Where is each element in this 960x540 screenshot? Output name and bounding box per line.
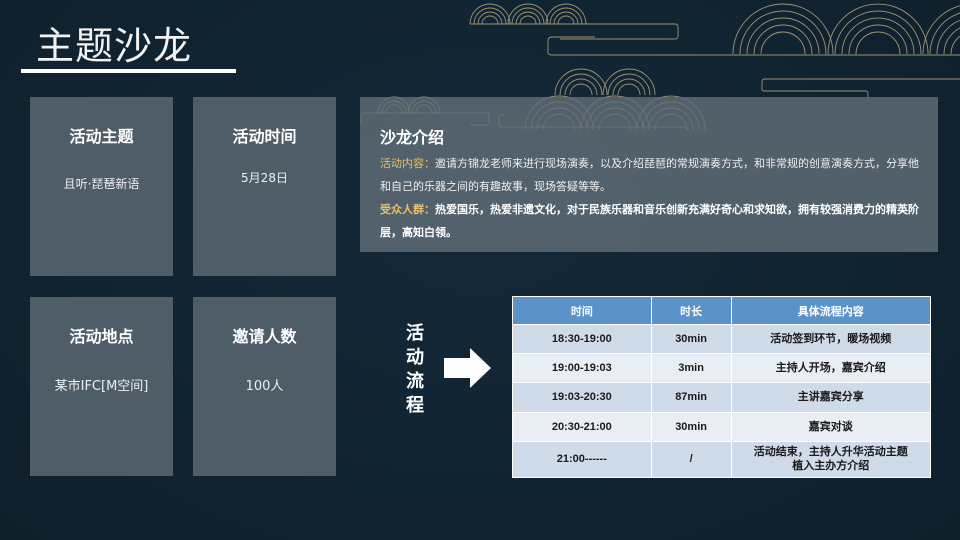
card-activity-location: 活动地点 某市IFC[M空间] [30,297,173,476]
content-label: 活动内容： [380,157,435,170]
cell-content-line: 活动结束，主持人升华活动主题 [753,446,908,459]
card-activity-theme: 活动主题 且听·琵琶新语 [30,97,173,276]
intro-content-paragraph: 活动内容：邀请方锦龙老师来进行现场演奏，以及介绍琵琶的常规演奏方式，和非常规的创… [380,152,920,198]
table-row: 19:03-20:30 87min 主讲嘉宾分享 [512,382,932,413]
salon-intro-panel: 沙龙介绍 活动内容：邀请方锦龙老师来进行现场演奏，以及介绍琵琶的常规演奏方式，和… [360,97,938,252]
flow-label: 活 动 流 程 [403,322,427,418]
column-header-duration: 时长 [650,296,732,325]
flow-table: 时间 时长 具体流程内容 18:30-19:00 30min 活动签到环节，暖场… [512,296,932,479]
table-header-row: 时间 时长 具体流程内容 [512,296,932,325]
card-heading: 活动主题 [69,127,134,146]
cell-duration: 87min [650,382,732,413]
page-title: 主题沙龙 [36,24,193,68]
cell-duration: 3min [650,353,732,384]
flow-label-char: 动 [406,347,424,368]
cell-time: 18:30-19:00 [512,323,652,355]
card-heading: 邀请人数 [232,327,297,346]
card-heading: 活动时间 [232,127,297,146]
flow-label-char: 活 [406,323,424,344]
card-value: 且听·琵琶新语 [63,177,140,191]
intro-audience-paragraph: 受众人群：热爱国乐，热爱非遗文化，对于民族乐器和音乐创新充满好奇心和求知欲，拥有… [380,198,920,244]
cell-duration: / [650,440,732,479]
cell-content: 主持人开场，嘉宾介绍 [730,353,932,384]
flow-label-char: 程 [406,395,424,416]
card-value: 5月28日 [241,171,288,185]
audience-label: 受众人群： [380,203,435,216]
flow-label-char: 流 [406,371,424,392]
cell-content-line: 植入主办方介绍 [792,460,870,473]
title-underline [21,69,236,73]
table-row: 19:00-19:03 3min 主持人开场，嘉宾介绍 [512,353,932,384]
content-text: 邀请方锦龙老师来进行现场演奏，以及介绍琵琶的常规演奏方式，和非常规的创意演奏方式… [380,157,919,193]
intro-heading: 沙龙介绍 [380,128,445,147]
card-value: 100人 [245,379,284,394]
intro-body: 活动内容：邀请方锦龙老师来进行现场演奏，以及介绍琵琶的常规演奏方式，和非常规的创… [380,152,920,244]
cell-time: 20:30-21:00 [512,411,652,442]
card-activity-time: 活动时间 5月28日 [193,97,336,276]
table-row: 21:00------ / 活动结束，主持人升华活动主题 植入主办方介绍 [512,440,932,479]
cell-duration: 30min [650,323,732,355]
column-header-content: 具体流程内容 [730,296,932,325]
card-value: 某市IFC[M空间] [54,379,149,394]
cell-time: 21:00------ [512,440,652,479]
table-row: 20:30-21:00 30min 嘉宾对谈 [512,411,932,442]
cell-content: 主讲嘉宾分享 [730,382,932,413]
cell-time: 19:00-19:03 [512,353,652,384]
cell-content: 活动结束，主持人升华活动主题 植入主办方介绍 [730,440,932,479]
cell-content: 活动签到环节，暖场视频 [730,323,932,355]
cell-time: 19:03-20:30 [512,382,652,413]
audience-text: 热爱国乐，热爱非遗文化，对于民族乐器和音乐创新充满好奇心和求知欲，拥有较强消费力… [380,203,919,239]
column-header-time: 时间 [512,296,652,325]
card-heading: 活动地点 [69,327,134,346]
table-row: 18:30-19:00 30min 活动签到环节，暖场视频 [512,323,932,355]
cell-duration: 30min [650,411,732,442]
arrow-right-icon [444,348,491,388]
cell-content: 嘉宾对谈 [730,411,932,442]
card-invite-count: 邀请人数 100人 [193,297,336,476]
